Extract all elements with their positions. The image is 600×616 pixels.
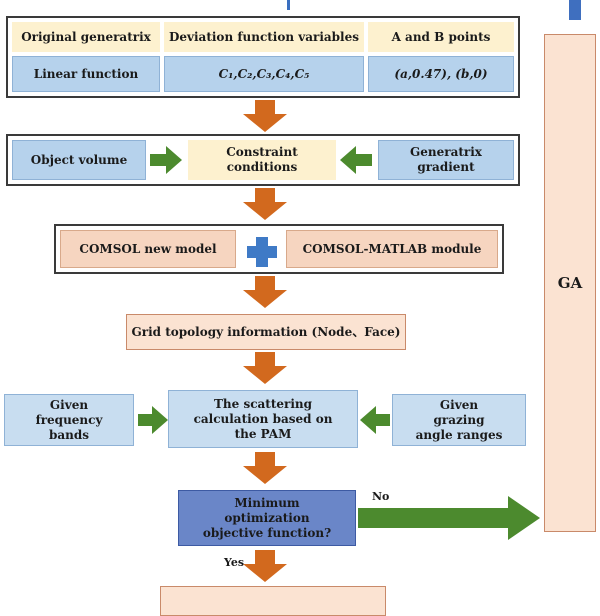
table-header-deviation: Deviation function variables (164, 22, 364, 52)
green-arrow-gradient (340, 146, 372, 174)
ga-box: GA (544, 34, 596, 532)
orange-arrow-3 (243, 276, 287, 308)
table-cell-points: (a,0.47), (b,0) (368, 56, 514, 92)
table-header-original: Original generatrix (12, 22, 160, 52)
orange-arrow-5 (243, 452, 287, 484)
no-label: No (372, 490, 390, 503)
comsol-new-model-text: COMSOL new model (79, 241, 217, 256)
top-right-marker (569, 0, 581, 20)
frequency-bands-text: Given frequency bands (35, 397, 103, 442)
constraint-conditions-text: Constraint conditions (226, 145, 298, 174)
generatrix-table: Original generatrix Deviation function v… (6, 16, 520, 98)
object-volume-box: Object volume (12, 140, 146, 180)
grazing-angle-text: Given grazing angle ranges (415, 397, 503, 442)
object-volume-text: Object volume (30, 152, 128, 167)
table-header-points: A and B points (368, 22, 514, 52)
table-header-original-text: Original generatrix (21, 29, 151, 44)
green-arrow-no (358, 496, 540, 540)
decision-text: Minimum optimization objective function? (202, 495, 332, 540)
top-connector (287, 0, 290, 10)
comsol-matlab-text: COMSOL-MATLAB module (302, 241, 482, 256)
grid-topology-text: Grid topology information (Node、Face) (131, 324, 401, 339)
generatrix-gradient-box: Generatrix gradient (378, 140, 514, 180)
orange-arrow-4 (243, 352, 287, 384)
scattering-calculation-text: The scattering calculation based on the … (193, 396, 333, 441)
generatrix-gradient-text: Generatrix gradient (410, 145, 482, 174)
arrows-layer (138, 100, 540, 582)
green-arrow-grazing (360, 406, 390, 434)
table-header-points-text: A and B points (391, 29, 491, 44)
grid-topology-box: Grid topology information (Node、Face) (126, 314, 406, 350)
table-cell-linear: Linear function (12, 56, 160, 92)
table-cell-variables: C₁,C₂,C₃,C₄,C₅ (164, 56, 364, 92)
comsol-new-model-box: COMSOL new model (60, 230, 236, 268)
orange-arrow-6 (243, 550, 287, 582)
green-arrow-object-volume (150, 146, 182, 174)
table-cell-linear-text: Linear function (33, 66, 139, 81)
table-header-deviation-text: Deviation function variables (168, 29, 360, 44)
table-cell-points-text: (a,0.47), (b,0) (394, 66, 488, 81)
decision-box: Minimum optimization objective function? (178, 490, 356, 546)
green-arrow-frequency (138, 406, 168, 434)
frequency-bands-box: Given frequency bands (4, 394, 134, 446)
yes-label: Yes (224, 556, 245, 569)
plus-icon (247, 237, 277, 267)
grazing-angle-box: Given grazing angle ranges (392, 394, 526, 446)
orange-arrow-2 (243, 188, 287, 220)
table-cell-variables-text: C₁,C₂,C₃,C₄,C₅ (218, 66, 310, 81)
ga-text: GA (557, 274, 583, 292)
scattering-calculation-box: The scattering calculation based on the … (168, 390, 358, 448)
comsol-matlab-box: COMSOL-MATLAB module (286, 230, 498, 268)
orange-arrow-1 (243, 100, 287, 132)
constraint-conditions-box: Constraint conditions (188, 140, 336, 180)
